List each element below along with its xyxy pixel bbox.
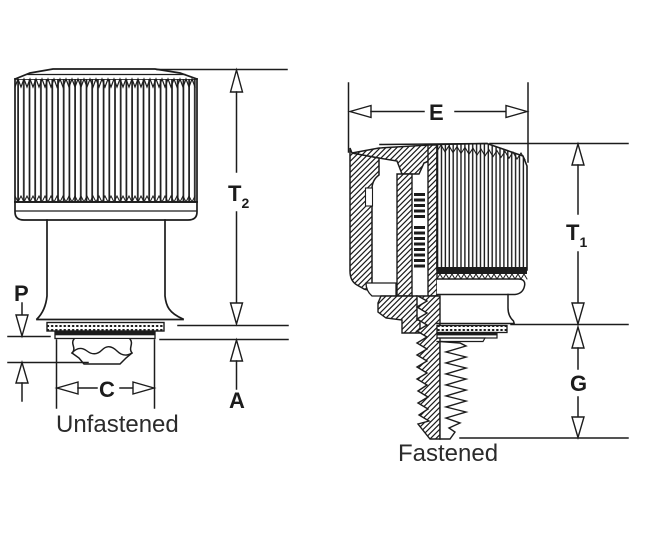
dim-label-e: E — [429, 100, 444, 125]
g-arrowhead-down — [571, 416, 585, 440]
t1-arrowhead-up — [571, 141, 585, 166]
knob-bottom-band-fastened — [436, 278, 526, 296]
spring-coil — [414, 226, 425, 229]
retaining-washer-dark-band — [55, 332, 155, 336]
spring-coil — [414, 198, 425, 202]
section-center-band — [427, 144, 438, 297]
dim-label-p: P — [14, 281, 29, 306]
thread-stub-break-line — [71, 346, 133, 356]
dim-label-c: C — [99, 377, 115, 402]
section-spring-coils — [414, 193, 425, 268]
section-outer-wall — [349, 147, 380, 291]
neck-left-edge — [35, 219, 48, 321]
dim-label-t2-subscript: 2 — [241, 195, 249, 211]
fastened-dimensions — [347, 82, 629, 440]
section-wall-notch — [364, 187, 374, 207]
spring-coil — [414, 231, 425, 235]
unfastened-caption: Unfastened — [56, 411, 179, 438]
engaged-thread-right-half — [439, 340, 469, 440]
fastened-caption: Fastened — [398, 440, 498, 467]
g-arrowhead-up — [571, 324, 585, 349]
unfastened-view — [13, 68, 199, 365]
t1-arrowhead-down — [571, 302, 585, 327]
c-arrowhead-left — [54, 381, 79, 395]
spring-coil — [414, 215, 425, 218]
section-shank-left-half — [415, 295, 441, 440]
knob-knurl-body — [14, 78, 198, 203]
collar-knurl-band — [46, 321, 165, 332]
section-retainer-flange — [377, 295, 421, 334]
e-arrowhead-right — [505, 104, 530, 119]
knob-knurl-bottom-serration — [14, 194, 196, 204]
p-arrowhead-down — [15, 314, 29, 339]
spring-coil — [414, 237, 425, 240]
knurl-bottom-serration-fastened — [436, 273, 528, 280]
spring-coil — [414, 259, 425, 262]
e-arrowhead-left — [347, 104, 372, 119]
retaining-washer-dark-band-fastened — [437, 332, 497, 336]
dim-label-t1: T1 — [566, 220, 587, 250]
knurl-bottom-dark-band — [437, 267, 527, 274]
spring-coil — [414, 242, 425, 246]
p-arrowhead-up — [15, 360, 29, 384]
section-inner-sleeve — [396, 173, 413, 297]
neck-right-edge — [164, 219, 185, 321]
dim-label-t1-subscript: 1 — [579, 234, 587, 250]
dim-label-g: G — [570, 371, 587, 396]
t2-arrowhead-up — [229, 67, 244, 93]
spring-coil — [414, 209, 425, 213]
knob-knurl-top-serration — [14, 77, 196, 89]
section-cavity-foot — [365, 282, 397, 297]
washer-step-fastened — [436, 337, 487, 343]
fastened-view — [349, 142, 528, 440]
c-arrowhead-right — [132, 381, 157, 395]
unfastened-dimensions — [7, 67, 289, 409]
knob-top-edge-fastened — [379, 142, 488, 146]
dim-label-a: A — [229, 388, 245, 413]
retracted-thread-stub — [70, 337, 134, 365]
a-arrowhead-up — [229, 337, 244, 362]
dim-label-t2: T2 — [228, 181, 249, 211]
knurl-top-serration-fastened — [436, 143, 526, 161]
spring-coil — [414, 193, 425, 196]
spring-coil — [414, 248, 425, 251]
t2-arrowhead-down — [229, 302, 244, 327]
spring-coil — [414, 253, 425, 257]
neck-right-edge-fastened — [507, 293, 515, 324]
section-cap-band — [351, 143, 438, 175]
dim-label-t2-base: T — [228, 181, 242, 206]
collar-knurl-band-fastened — [436, 324, 508, 334]
knob-knurl-body-fastened — [436, 142, 528, 271]
dim-label-t1-base: T — [566, 220, 580, 245]
spring-coil — [414, 204, 425, 207]
spring-coil — [414, 264, 425, 268]
